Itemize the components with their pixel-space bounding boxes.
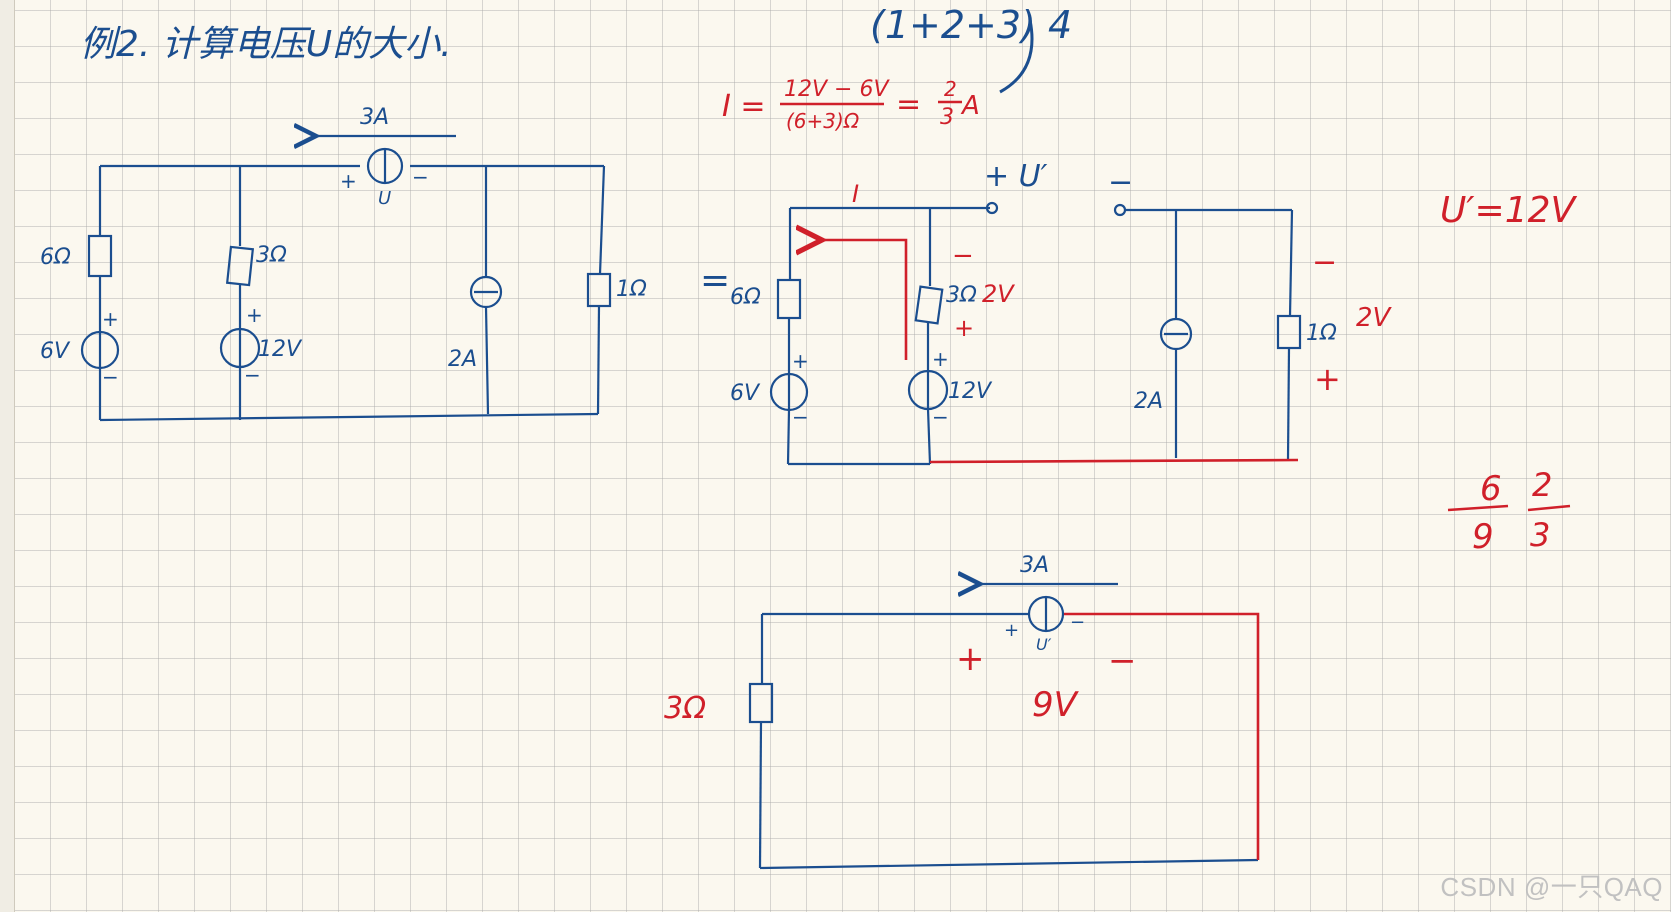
plus-sign: + bbox=[932, 347, 949, 371]
circuit-reduced-labels: 3A 3Ω + − U′ + − 9V bbox=[664, 553, 1137, 726]
source-12v-label: 12V bbox=[258, 337, 303, 362]
result-numerator: 2 bbox=[944, 77, 957, 101]
minus-sign: − bbox=[1108, 641, 1137, 681]
current-label-3a: 3A bbox=[360, 105, 389, 130]
formula-numerator: 12V − 6V bbox=[784, 77, 890, 102]
resistor-1ohm-label: 1Ω bbox=[1306, 321, 1337, 346]
resistor-1ohm-voltage: 2V bbox=[1356, 303, 1393, 333]
u-prime-result: U′=12V bbox=[1440, 190, 1577, 231]
plus-sign: + bbox=[956, 639, 985, 679]
u-prime-minus: − bbox=[1108, 165, 1133, 200]
resistor-6ohm-label: 6Ω bbox=[730, 285, 761, 310]
watermark: CSDN @一只QAQ bbox=[1440, 872, 1663, 902]
minus-sign: − bbox=[412, 165, 429, 189]
formula-equals: = bbox=[896, 87, 921, 122]
top-expression-bracket bbox=[999, 19, 1034, 94]
minus-sign: − bbox=[952, 241, 974, 271]
plus-sign: + bbox=[246, 303, 263, 327]
current-source-2a-label: 2A bbox=[448, 347, 477, 372]
result-unit: A bbox=[960, 91, 980, 121]
resistor-6ohm-label: 6Ω bbox=[40, 245, 71, 270]
page-edge bbox=[0, 0, 15, 912]
current-source-2a-label: 2A bbox=[1134, 389, 1163, 414]
circuit-split-red-markup bbox=[822, 240, 1299, 464]
circuit-reduced bbox=[748, 584, 1259, 870]
source-6v-label: 6V bbox=[40, 339, 71, 364]
resistor-3ohm-label: 3Ω bbox=[256, 243, 287, 268]
plus-sign: + bbox=[792, 349, 809, 373]
minus-sign: − bbox=[244, 363, 261, 387]
plus-sign: + bbox=[1314, 360, 1341, 398]
plus-sign: + bbox=[340, 169, 357, 193]
plus-sign: + bbox=[102, 307, 119, 331]
equals-sign: = bbox=[700, 260, 730, 301]
minus-sign: − bbox=[1070, 612, 1085, 633]
minus-sign: − bbox=[1312, 245, 1337, 280]
circuit-reduced-red-markup bbox=[1064, 612, 1260, 860]
formula-denominator: (6+3)Ω bbox=[786, 109, 860, 133]
fraction-a-numerator: 6 bbox=[1480, 469, 1502, 509]
source-u-prime-label: U′ bbox=[1036, 635, 1052, 654]
resistor-3ohm-voltage: 2V bbox=[982, 280, 1015, 308]
fraction-notes: 6 9 2 3 bbox=[1447, 466, 1571, 557]
minus-sign: − bbox=[102, 365, 119, 389]
current-i-label: I bbox=[852, 180, 859, 208]
minus-sign: − bbox=[932, 405, 949, 429]
problem-title: 例2. 计算电压U的大小. bbox=[80, 24, 452, 65]
circuit-split bbox=[769, 201, 1302, 466]
source-12v-label: 12V bbox=[948, 379, 993, 404]
minus-sign: − bbox=[792, 405, 809, 429]
source-6v-label: 6V bbox=[730, 381, 761, 406]
current-formula: I = 12V − 6V (6+3)Ω = 2 3 A bbox=[722, 77, 980, 133]
resistor-3ohm-label: 3Ω bbox=[664, 691, 706, 726]
fraction-b-denominator: 3 bbox=[1530, 516, 1550, 554]
top-expression: (1+2+3) 4 bbox=[870, 3, 1072, 47]
result-denominator: 3 bbox=[940, 105, 954, 130]
current-label-3a: 3A bbox=[1020, 553, 1049, 578]
voltage-9v-label: 9V bbox=[1032, 685, 1080, 725]
resistor-3ohm-label: 3Ω bbox=[946, 283, 977, 308]
fraction-b-numerator: 2 bbox=[1532, 466, 1552, 504]
resistor-1ohm-label: 1Ω bbox=[616, 277, 647, 302]
source-u-label: U bbox=[378, 188, 391, 209]
circuit-original-labels: 3A + − U 6Ω 3Ω 1Ω + − 6V + − 12V 2A bbox=[40, 105, 647, 389]
u-prime-label: + U′ bbox=[984, 159, 1048, 194]
circuit-split-labels: + U′ − I 6Ω 3Ω 2V − + + − 6V + − 12V 2A … bbox=[730, 159, 1393, 429]
plus-sign: + bbox=[1004, 620, 1019, 641]
fraction-a-denominator: 9 bbox=[1472, 517, 1494, 557]
plus-sign: + bbox=[954, 314, 974, 342]
formula-lhs: I = bbox=[722, 89, 766, 124]
circuit-original bbox=[80, 136, 612, 422]
